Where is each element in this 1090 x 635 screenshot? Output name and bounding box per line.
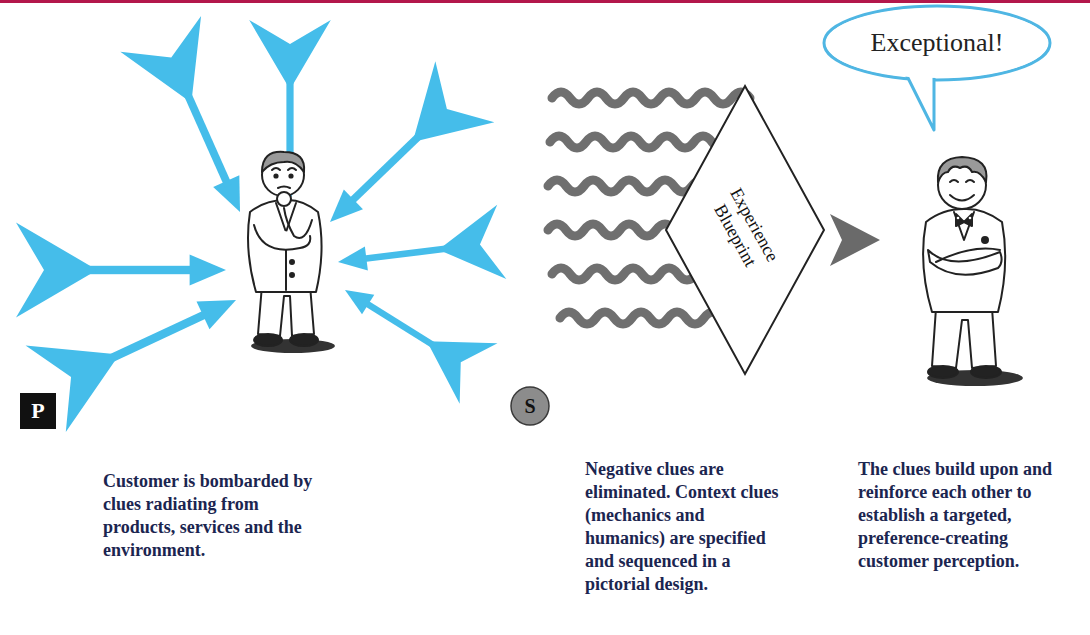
caption-text: Customer is bombarded by clues radiating… [103,470,335,562]
products-marker: P [20,393,56,429]
caption-text: The clues build upon and reinforce each … [858,458,1082,573]
blueprint-diamond: Experience Blueprint [665,85,825,375]
top-rule [0,0,1090,3]
speech-bubble: Exceptional! [822,4,1052,82]
puzzled-customer [248,152,335,353]
output-arrowhead [830,214,880,266]
pleased-customer [923,157,1023,386]
marker-letter: S [524,395,535,417]
speech-text: Exceptional! [871,28,1004,58]
marker-letter: P [31,399,44,423]
caption-text: Negative clues are eliminated. Context c… [585,458,781,596]
services-marker: S [510,386,550,426]
clue-arrows [16,16,506,432]
